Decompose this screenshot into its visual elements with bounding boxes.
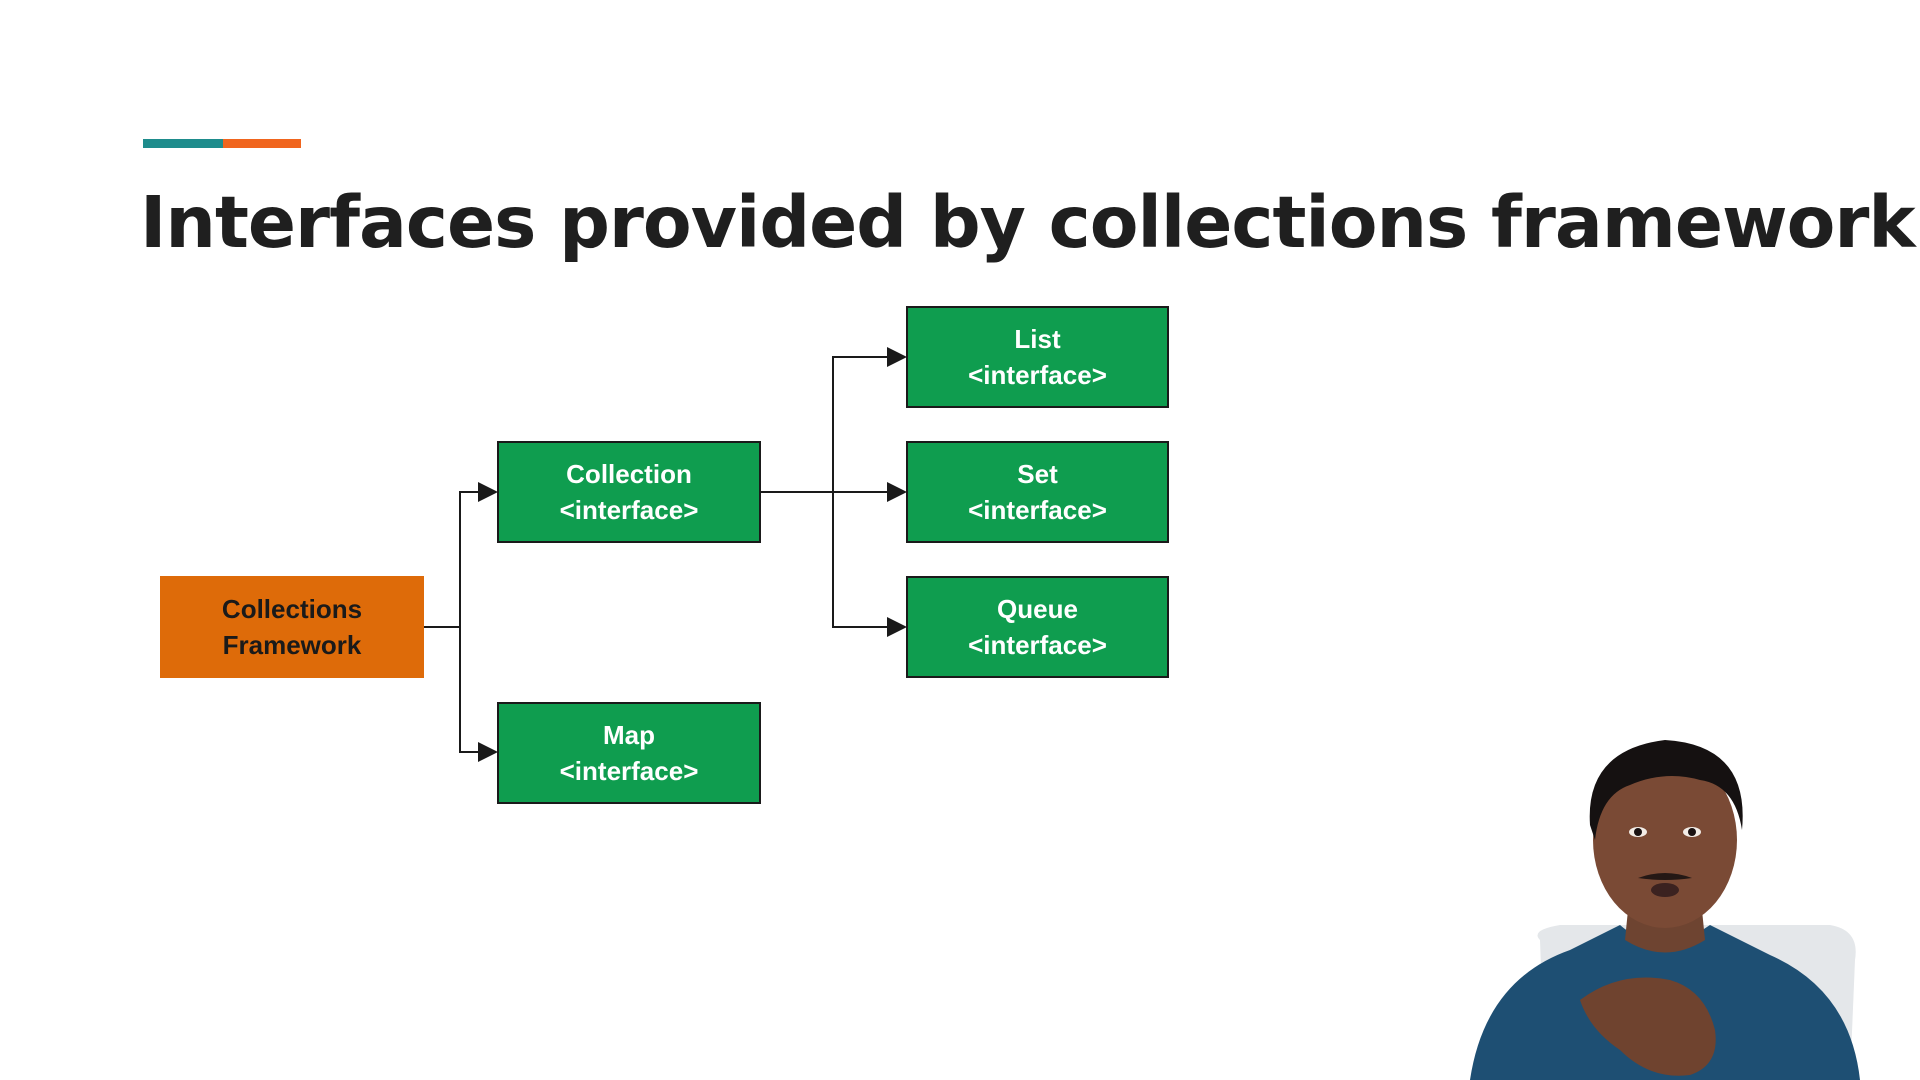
node-queue-line2: <interface> xyxy=(968,630,1107,660)
node-collection-interface: Collection <interface> xyxy=(497,441,761,543)
accent-teal-segment xyxy=(143,139,223,148)
presenter-face-shape xyxy=(1593,752,1737,928)
connector-collection-to-list xyxy=(832,347,907,492)
node-collections-framework: Collections Framework xyxy=(160,576,424,678)
node-queue-line1: Queue xyxy=(997,594,1078,624)
slide-title: Interfaces provided by collections frame… xyxy=(140,181,1916,264)
node-set-interface: Set <interface> xyxy=(906,441,1169,543)
node-list-line1: List xyxy=(1014,324,1061,354)
title-accent-bar xyxy=(143,139,301,148)
node-queue-interface: Queue <interface> xyxy=(906,576,1169,678)
presenter-hand-shape xyxy=(1580,977,1716,1076)
node-set-line1: Set xyxy=(1017,459,1058,489)
presenter-moustache xyxy=(1638,873,1692,880)
node-list-line2: <interface> xyxy=(968,360,1107,390)
node-collections-framework-line2: Framework xyxy=(222,630,362,660)
accent-orange-segment xyxy=(223,139,301,148)
connector-root-to-collection xyxy=(424,482,498,628)
connector-collection-to-queue xyxy=(832,492,907,637)
connector-root-to-map xyxy=(459,627,498,762)
node-collection-line1: Collection xyxy=(566,459,692,489)
presenter-mouth xyxy=(1651,883,1679,897)
node-map-interface: Map <interface> xyxy=(497,702,761,804)
presenter-hair-shape xyxy=(1589,740,1743,840)
node-collections-framework-line1: Collections xyxy=(221,594,363,624)
node-list-interface: List <interface> xyxy=(906,306,1169,408)
node-set-line2: <interface> xyxy=(968,495,1107,525)
node-map-line1: Map xyxy=(603,720,655,750)
node-collection-line2: <interface> xyxy=(559,495,699,525)
presenter-video-overlay xyxy=(1470,740,1860,1080)
node-map-line2: <interface> xyxy=(559,756,699,786)
